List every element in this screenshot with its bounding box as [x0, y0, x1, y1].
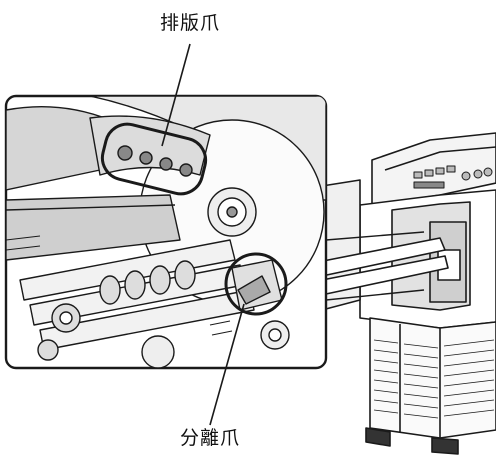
control-panel	[413, 165, 493, 189]
clamp-highlight	[100, 122, 208, 196]
zoom-lines	[325, 231, 425, 301]
plate-clamp-label: 排版爪	[160, 12, 221, 34]
plate-clamp	[117, 145, 193, 177]
separation-claw-label: 分離爪	[180, 427, 241, 449]
detail-panel	[4, 94, 328, 370]
claw-highlight	[224, 252, 288, 316]
leader-lines	[161, 43, 245, 426]
printer-machine	[317, 132, 496, 455]
rollers	[19, 239, 255, 351]
cabinet-vents	[373, 339, 495, 419]
